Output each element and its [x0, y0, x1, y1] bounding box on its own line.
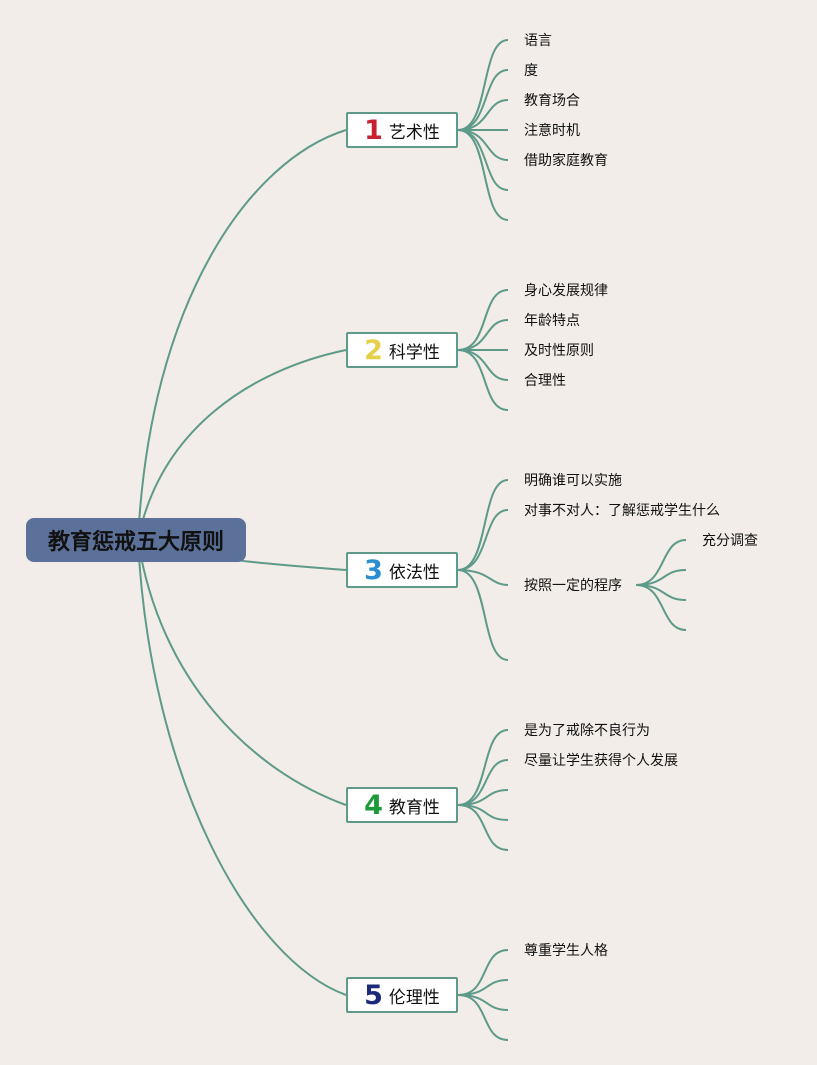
- leaf-4-2[interactable]: 尽量让学生获得个人发展: [524, 753, 678, 769]
- leaf-3-2[interactable]: 对事不对人：了解惩戒学生什么: [524, 503, 720, 519]
- branch-node-5[interactable]: 5 伦理性: [346, 977, 458, 1013]
- branch-number-2: 2: [364, 334, 383, 366]
- branch-number-5: 5: [364, 979, 383, 1011]
- leaf-4-1[interactable]: 是为了戒除不良行为: [524, 723, 650, 739]
- subleaf-3-3-1[interactable]: 充分调查: [702, 533, 758, 549]
- leaf-1-1[interactable]: 语言: [524, 33, 552, 49]
- leaf-1-3[interactable]: 教育场合: [524, 93, 580, 109]
- leaf-5-1[interactable]: 尊重学生人格: [524, 943, 608, 959]
- leaf-1-4[interactable]: 注意时机: [524, 123, 580, 139]
- branch-label-5: 伦理性: [388, 987, 440, 1008]
- leaf-1-5[interactable]: 借助家庭教育: [524, 153, 608, 169]
- branch-number-3: 3: [364, 554, 383, 586]
- branch-number-1: 1: [364, 114, 383, 146]
- branch-node-1[interactable]: 1 艺术性: [346, 112, 458, 148]
- branch-node-3[interactable]: 3 依法性: [346, 552, 458, 588]
- branch-node-4[interactable]: 4 教育性: [346, 787, 458, 823]
- branch-label-1: 艺术性: [388, 122, 440, 143]
- leaf-2-4[interactable]: 合理性: [524, 373, 566, 389]
- leaf-3-1[interactable]: 明确谁可以实施: [524, 473, 622, 489]
- branch-label-4: 教育性: [388, 797, 440, 818]
- branch-label-2: 科学性: [388, 342, 440, 363]
- leaf-1-2[interactable]: 度: [524, 63, 538, 79]
- leaf-2-2[interactable]: 年龄特点: [524, 313, 580, 329]
- leaf-3-3[interactable]: 按照一定的程序: [524, 578, 622, 594]
- root-node[interactable]: 教育惩戒五大原则: [26, 518, 246, 562]
- root-label: 教育惩戒五大原则: [47, 530, 224, 555]
- leaf-2-1[interactable]: 身心发展规律: [524, 283, 608, 299]
- branch-node-2[interactable]: 2 科学性: [346, 332, 458, 368]
- branch-number-4: 4: [364, 789, 383, 821]
- branch-label-3: 依法性: [388, 562, 440, 583]
- leaf-2-3[interactable]: 及时性原则: [524, 343, 594, 359]
